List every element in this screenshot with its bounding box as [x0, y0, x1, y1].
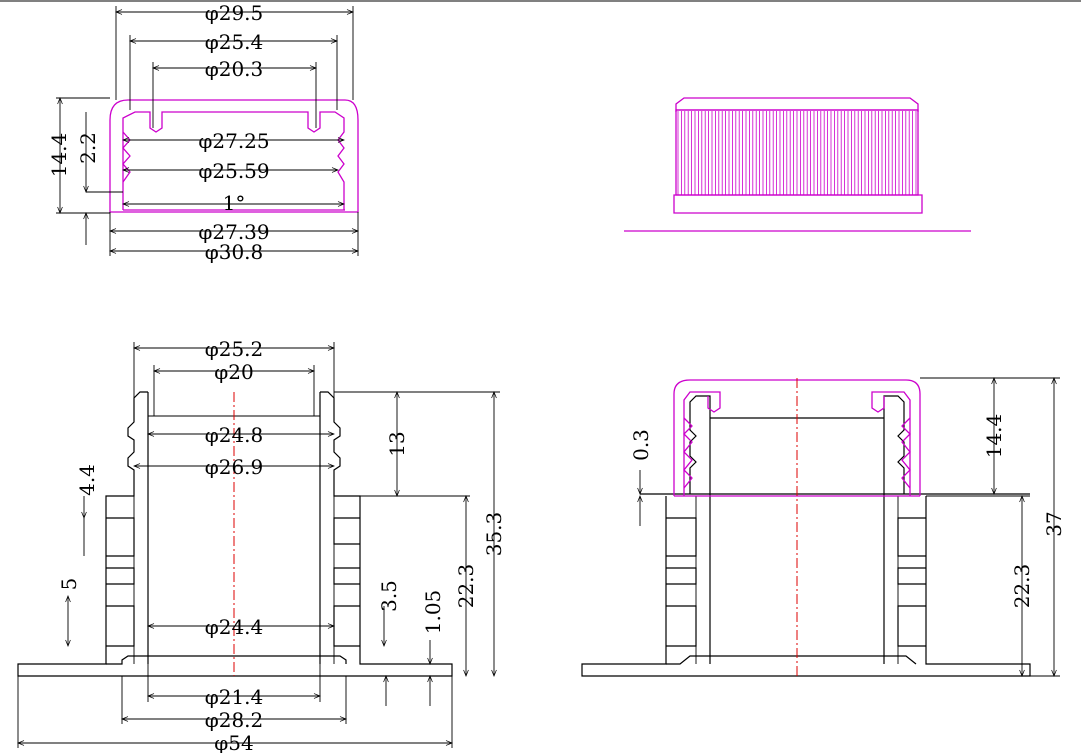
- assembly-neck-left: [689, 395, 711, 494]
- assembly-cap-outline: [673, 379, 921, 496]
- base-section-view: φ25.2 φ20 φ24.8 φ26.9 φ24.4 φ21.4 φ28.2 …: [17, 337, 506, 753]
- cap-inner-wall-left: [122, 111, 345, 210]
- dim-label: φ28.2: [205, 708, 264, 732]
- assembly-neck-right: [883, 395, 905, 494]
- cap-outline: [109, 99, 359, 213]
- fins-right: [333, 517, 360, 647]
- cap-section-view: φ29.5 φ25.4 φ20.3 φ27.25 φ25.59 1° φ27.3…: [47, 1, 359, 264]
- assembly-fins-right: [897, 517, 926, 647]
- cap-top-outline: [675, 97, 919, 112]
- dim-label: φ29.5: [205, 1, 264, 25]
- dim-label: φ30.8: [205, 240, 264, 264]
- dim-label: φ27.25: [198, 129, 269, 153]
- dim-label: 3.5: [377, 580, 401, 612]
- dim-label: 1.05: [421, 590, 445, 635]
- assembly-body-outline: [581, 496, 1031, 677]
- dim-label: 37: [1042, 511, 1066, 536]
- dim-label: φ20.3: [205, 57, 264, 81]
- dim-label: 35.3: [482, 512, 506, 557]
- fins-left: [106, 517, 135, 647]
- dim-label: 14.4: [982, 414, 1006, 459]
- dim-label: 14.4: [47, 133, 71, 178]
- cap-thread-left: [122, 131, 131, 183]
- dim-label: φ24.8: [205, 423, 264, 447]
- dim-label: φ21.4: [205, 685, 264, 709]
- dim-label: 13: [385, 431, 409, 456]
- cap-skirt-base: [673, 194, 923, 214]
- cap-elevation-view: [624, 97, 971, 232]
- dim-label: 22.3: [1010, 564, 1034, 609]
- dim-label: φ25.59: [198, 159, 269, 183]
- knurl-ribs: [677, 111, 917, 195]
- dim-label: φ25.2: [205, 337, 264, 361]
- assembly-section-view: 0.3 14.4 22.3 37: [581, 377, 1066, 677]
- dim-label: φ54: [214, 731, 253, 753]
- neck-outline-left: [17, 391, 453, 677]
- dim-label: φ24.4: [205, 615, 264, 639]
- assembly-bottom-step: [666, 655, 917, 665]
- dim-label: 0.3: [629, 429, 653, 461]
- dim-label: φ27.39: [198, 220, 269, 244]
- dim-label: φ25.4: [205, 30, 264, 54]
- dim-label: φ20: [214, 360, 253, 384]
- dim-label: 4.4: [75, 464, 99, 496]
- assembly-cap-thread-right: [901, 417, 911, 489]
- assembly-fins-left: [666, 517, 697, 647]
- bottom-step: [106, 655, 347, 665]
- dim-label: 1°: [223, 191, 246, 215]
- dim-label: 5: [57, 578, 81, 591]
- dim-label: 2.2: [76, 132, 100, 164]
- dim-label: 22.3: [454, 564, 478, 609]
- assembly-cap-inner: [683, 391, 911, 496]
- assembly-cap-thread-left: [683, 417, 693, 489]
- dim-label: φ26.9: [205, 455, 264, 479]
